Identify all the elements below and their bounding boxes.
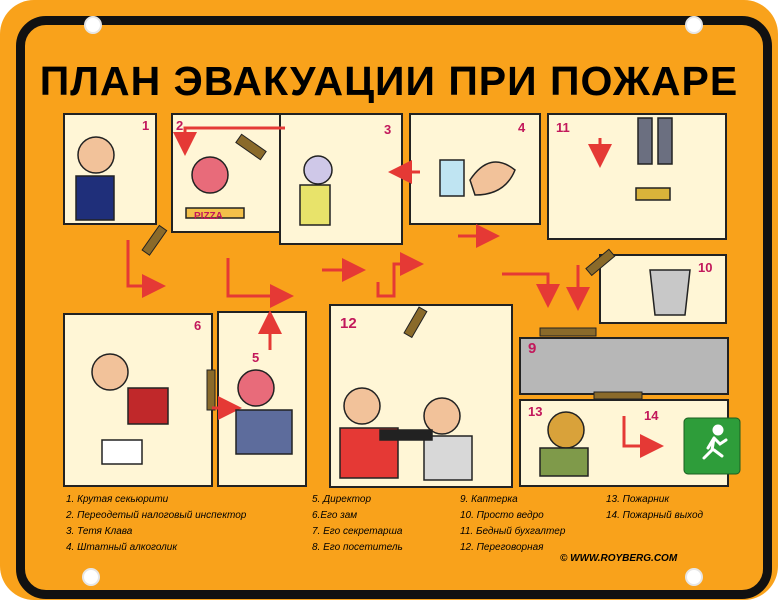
character-security [77, 136, 115, 174]
legend-item: 7. Его секретарша [312, 526, 403, 537]
room-11 [547, 113, 727, 240]
room-number-2: 2 [176, 118, 184, 133]
screw-icon [685, 568, 703, 586]
character-aunt [303, 155, 333, 185]
room-number-6: 6 [194, 318, 202, 333]
exit-sign-icon [683, 417, 741, 475]
legend-item: 8. Его посетитель [312, 542, 403, 553]
room-4 [409, 113, 541, 225]
character-accountant [637, 117, 653, 165]
sign-border [16, 16, 772, 599]
character-deputy [91, 353, 129, 391]
room-number-11: 11 [556, 120, 570, 135]
room-9 [519, 337, 729, 395]
legend-column-4: 13. Пожарник 14. Пожарный выход [606, 492, 703, 524]
legend-column-1: 1. Крутая секьюрити 2. Переодетый налого… [66, 492, 246, 556]
room-number-9: 9 [528, 340, 537, 357]
character-director [237, 369, 275, 407]
room-number-5: 5 [252, 350, 260, 365]
character-visitor [343, 387, 381, 425]
legend-item: 5. Директор [312, 494, 372, 505]
room-number-10: 10 [698, 260, 713, 275]
room-number-14: 14 [644, 408, 659, 423]
copyright-text: © WWW.ROYBERG.COM [560, 553, 678, 564]
character-inspector [191, 156, 229, 194]
legend-column-2: 5. Директор 6.Его зам 7. Его секретарша … [312, 492, 403, 556]
legend-item: 6.Его зам [312, 510, 358, 521]
pizza-label: PIZZA [194, 211, 223, 222]
sign-title: ПЛАН ЭВАКУАЦИИ ПРИ ПОЖАРЕ [39, 58, 739, 104]
screw-icon [82, 568, 100, 586]
room-number-4: 4 [518, 120, 526, 135]
legend-item: 2. Переодетый налоговый инспектор [66, 510, 247, 521]
legend-item: 9. Каптерка [460, 494, 518, 505]
legend-item: 11. Бедный бухгалтер [460, 526, 566, 537]
room-number-3: 3 [384, 122, 392, 137]
legend-item: 14. Пожарный выход [606, 510, 704, 521]
room-number-12: 12 [340, 315, 357, 332]
legend-item: 13. Пожарник [606, 494, 670, 505]
legend-item: 1. Крутая секьюрити [66, 494, 169, 505]
legend-item: 12. Переговорная [460, 542, 544, 553]
bucket [649, 269, 691, 316]
screw-icon [685, 16, 703, 34]
legend-item: 3. Тетя Клава [66, 526, 133, 537]
legend-item: 10. Просто ведро [460, 510, 544, 521]
legend-column-3: 9. Каптерка 10. Просто ведро 11. Бедный … [460, 492, 565, 556]
character-secretary [423, 397, 461, 435]
character-fireman [547, 411, 585, 449]
character-alcoholic [439, 159, 465, 197]
room-number-1: 1 [142, 118, 150, 133]
room-number-13: 13 [528, 404, 543, 419]
legend-item: 4. Штатный алкоголик [66, 542, 178, 553]
screw-icon [84, 16, 102, 34]
